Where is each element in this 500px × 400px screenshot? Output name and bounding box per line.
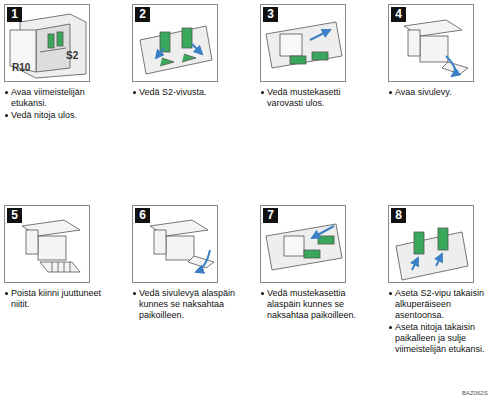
step-captions: Aseta S2-vipu takaisin alkuperäiseen ase… bbox=[388, 288, 492, 355]
lever-illustration bbox=[396, 228, 468, 280]
step-captions: Poista kiinni juuttuneet niitit. bbox=[4, 288, 108, 310]
step-number: 7 bbox=[263, 208, 278, 223]
instruction-text: Vedä S2-vivusta. bbox=[139, 87, 207, 97]
instruction-text: Poista kiinni juuttuneet niitit. bbox=[11, 288, 101, 309]
instruction-text: Vedä mustekasettia alaspäin kunnes se na… bbox=[267, 288, 356, 320]
bullet-dot bbox=[133, 292, 136, 295]
step-captions: Vedä mustekasettia alaspäin kunnes se na… bbox=[260, 288, 364, 321]
stapler-illustration bbox=[22, 220, 80, 272]
step-instruction: Aseta S2-vipu takaisin alkuperäiseen ase… bbox=[388, 288, 492, 321]
instruction-text: Vedä mustekasetti varovasti ulos. bbox=[267, 87, 341, 108]
panel-frame: 6 bbox=[132, 205, 218, 283]
bullet-dot bbox=[389, 292, 392, 295]
step-instruction: Poista kiinni juuttuneet niitit. bbox=[4, 288, 108, 310]
cartridge-illustration bbox=[266, 224, 342, 270]
step-panel: 6Vedä sivulevyä alaspäin kunnes se naksa… bbox=[132, 205, 236, 322]
step-instruction: Vedä mustekasetti varovasti ulos. bbox=[260, 87, 364, 109]
step-captions: Avaa sivulevy. bbox=[388, 87, 492, 98]
bullet-dot bbox=[261, 292, 264, 295]
step-panel: 4Avaa sivulevy. bbox=[388, 4, 492, 99]
part-label: R10 bbox=[12, 62, 30, 73]
step-number: 6 bbox=[135, 208, 150, 223]
part-label: S2 bbox=[66, 50, 78, 61]
bullet-dot bbox=[389, 326, 392, 329]
lever-illustration bbox=[140, 26, 212, 74]
step-instruction: Vedä S2-vivusta. bbox=[132, 87, 236, 98]
instruction-text: Aseta S2-vipu takaisin alkuperäiseen ase… bbox=[395, 288, 484, 320]
bullet-dot bbox=[133, 91, 136, 94]
stapler-illustration bbox=[150, 220, 214, 272]
finisher-illustration bbox=[10, 14, 86, 78]
instruction-text: Avaa sivulevy. bbox=[395, 87, 452, 97]
bullet-dot bbox=[5, 91, 8, 94]
step-panel: 7Vedä mustekasettia alaspäin kunnes se n… bbox=[260, 205, 364, 322]
panel-frame: 8 bbox=[388, 205, 474, 283]
figure-code: BAZ062S bbox=[462, 390, 488, 396]
step-captions: Vedä mustekasetti varovasti ulos. bbox=[260, 87, 364, 109]
instruction-text: Vedä nitoja ulos. bbox=[11, 110, 77, 120]
step-panel: 2Vedä S2-vivusta. bbox=[132, 4, 236, 99]
step-number: 3 bbox=[263, 7, 278, 22]
panel-frame: 5 bbox=[4, 205, 90, 283]
step-number: 2 bbox=[135, 7, 150, 22]
cartridge-illustration bbox=[266, 22, 342, 68]
panel-frame: 4 bbox=[388, 4, 474, 82]
step-captions: Vedä sivulevyä alaspäin kunnes se naksah… bbox=[132, 288, 236, 321]
instruction-text: Vedä sivulevyä alaspäin kunnes se naksah… bbox=[139, 288, 235, 320]
bullet-dot bbox=[261, 91, 264, 94]
bullet-dot bbox=[5, 292, 8, 295]
instruction-text: Aseta nitoja takaisin paikalleen ja sulj… bbox=[395, 322, 485, 354]
step-number: 8 bbox=[391, 208, 406, 223]
step-panel: 5Poista kiinni juuttuneet niitit. bbox=[4, 205, 108, 311]
panel-frame: 7 bbox=[260, 205, 346, 283]
step-number: 1 bbox=[7, 7, 22, 22]
step-instruction: Avaa sivulevy. bbox=[388, 87, 492, 98]
step-captions: Avaa viimeistelijän etukansi. Vedä nitoja… bbox=[4, 87, 108, 121]
step-instruction: Vedä sivulevyä alaspäin kunnes se naksah… bbox=[132, 288, 236, 321]
bullet-dot bbox=[389, 91, 392, 94]
step-number: 4 bbox=[391, 7, 406, 22]
panel-frame: 3 bbox=[260, 4, 346, 82]
panel-frame: 2 bbox=[132, 4, 218, 82]
step-captions: Vedä S2-vivusta. bbox=[132, 87, 236, 98]
step-panel: 3Vedä mustekasetti varovasti ulos. bbox=[260, 4, 364, 110]
step-number: 5 bbox=[7, 208, 22, 223]
step-panel: 8Aseta S2-vipu takaisin alkuperäiseen as… bbox=[388, 205, 492, 356]
instruction-text: Avaa viimeistelijän etukansi. bbox=[11, 87, 85, 108]
step-instruction: Aseta nitoja takaisin paikalleen ja sulj… bbox=[388, 322, 492, 355]
stapler-illustration bbox=[404, 20, 468, 76]
bullet-dot bbox=[5, 114, 8, 117]
step-instruction: Vedä nitoja ulos. bbox=[4, 110, 108, 121]
step-instruction: Vedä mustekasettia alaspäin kunnes se na… bbox=[260, 288, 364, 321]
step-instruction: Avaa viimeistelijän etukansi. bbox=[4, 87, 108, 109]
